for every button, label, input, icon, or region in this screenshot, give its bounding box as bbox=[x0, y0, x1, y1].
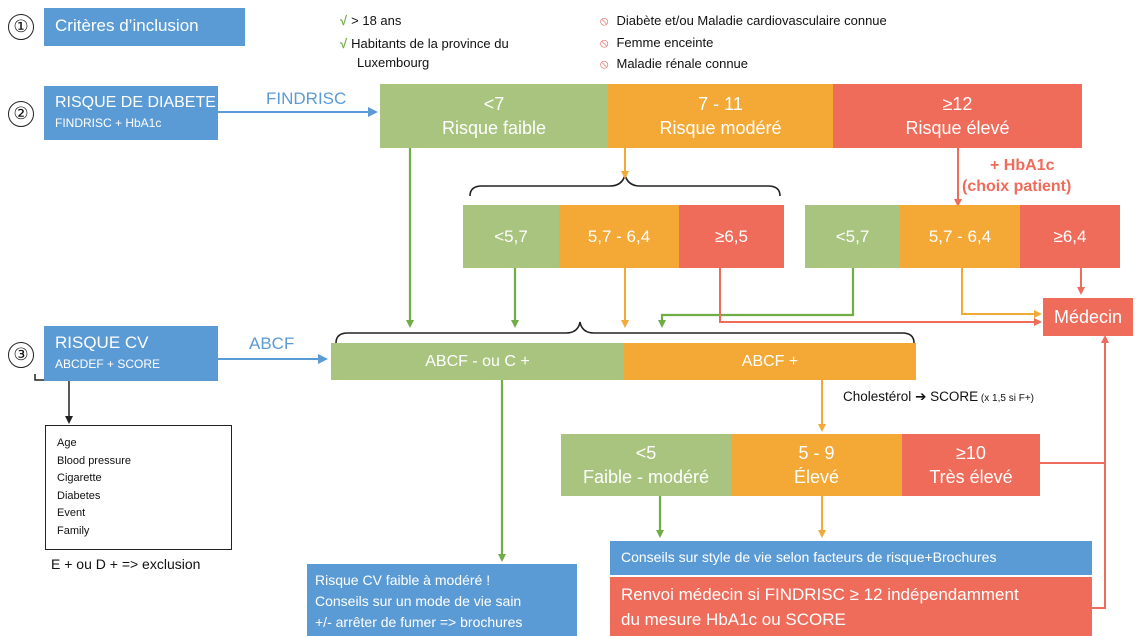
factor-item: Blood pressure bbox=[57, 454, 131, 467]
score-moderate-label: Élevé bbox=[793, 467, 840, 487]
lifestyle-advice-box: Conseils sur style de vie selon facteurs… bbox=[610, 541, 1092, 575]
diabetes-risk-box: RISQUE DE DIABETE FINDRISC + HbA1c bbox=[44, 86, 218, 140]
findrisc-low-range: <7 bbox=[483, 94, 505, 114]
findrisc-high-range: ≥12 bbox=[942, 94, 973, 114]
forbidden-icon: ⦸ bbox=[600, 13, 609, 28]
hba1c-mid-moderate: 5,7 - 6,4 bbox=[559, 205, 679, 268]
factor-item: Family bbox=[57, 524, 90, 537]
diabetes-risk-subtitle: FINDRISC + HbA1c bbox=[55, 116, 162, 130]
step-1-number: ① bbox=[8, 14, 34, 40]
cholesterol-label: Cholestérol bbox=[843, 389, 912, 404]
exclusion-pregnant: Femme enceinte bbox=[616, 35, 714, 50]
exclusion-disease: Diabète et/ou Maladie cardiovasculaire c… bbox=[616, 13, 887, 28]
findrisc-moderate-label: Risque modéré bbox=[659, 118, 782, 138]
inclusion-criteria-box: Critères d’inclusion bbox=[44, 8, 245, 46]
findrisc-high-label: Risque élevé bbox=[905, 118, 1010, 138]
findrisc-low-label: Risque faible bbox=[441, 118, 547, 138]
low-risk-line: +/- arrêter de fumer => brochures bbox=[315, 614, 523, 630]
low-risk-line: Risque CV faible à modéré ! bbox=[315, 572, 491, 588]
findrisc-high: ≥12 Risque élevé bbox=[833, 84, 1082, 148]
inclusion-item: √Habitants de la province du bbox=[340, 35, 509, 53]
inclusion-residence-cont: Luxembourg bbox=[357, 55, 430, 70]
hba1c-mid-high: ≥6,5 bbox=[679, 205, 784, 268]
arrow-score-high bbox=[1040, 335, 1109, 464]
exclusion-note: E + ou D + => exclusion bbox=[51, 556, 201, 572]
referral-box: Renvoi médecin si FINDRISC ≥ 12 indépend… bbox=[610, 577, 1092, 636]
doctor-box: Médecin bbox=[1043, 298, 1133, 336]
abcf-label: ABCF bbox=[249, 334, 295, 353]
forbidden-icon: ⦸ bbox=[600, 56, 609, 71]
exclusion-item: ⦸ Diabète et/ou Maladie cardiovasculaire … bbox=[600, 12, 887, 30]
cv-risk-box: RISQUE CV ABCDEF + SCORE bbox=[44, 326, 218, 381]
abcdef-text: ABCDEF bbox=[55, 357, 104, 371]
forbidden-icon: ⦸ bbox=[600, 35, 609, 50]
hba1c-high-low: <5,7 bbox=[805, 205, 900, 268]
low-risk-advice-box: Risque CV faible à modéré ! Conseils sur… bbox=[307, 564, 577, 636]
findrisc-moderate-range: 7 - 11 bbox=[698, 94, 743, 114]
factor-item: Cigarette bbox=[57, 472, 102, 484]
score-moderate-range: 5 - 9 bbox=[798, 443, 835, 463]
score-low: <5 Faible - modéré bbox=[561, 434, 731, 496]
score-high-label: Très élevé bbox=[929, 467, 1013, 487]
score-moderate: 5 - 9 Élevé bbox=[731, 434, 902, 496]
check-icon: √ bbox=[340, 13, 348, 28]
factor-item: Diabetes bbox=[57, 489, 101, 502]
cv-risk-subtitle: ABCDEF + SCORE bbox=[55, 357, 218, 371]
arrow-mid-hba1c-high bbox=[961, 268, 1042, 318]
check-icon: √ bbox=[340, 36, 348, 51]
brace-abcf bbox=[335, 321, 915, 344]
exclusion-renal: Maladie rénale connue bbox=[616, 56, 749, 71]
arrow-low-hba1c-high bbox=[658, 268, 855, 328]
inclusion-residence: Habitants de la province du bbox=[351, 36, 509, 51]
score-low-label: Faible - modéré bbox=[582, 467, 710, 487]
findrisc-low: <7 Risque faible bbox=[380, 84, 608, 148]
score-text: + SCORE bbox=[103, 357, 161, 371]
score-multiplier: (x 1,5 si F+) bbox=[978, 393, 1034, 404]
brace-hba1c bbox=[469, 171, 781, 197]
low-risk-line: Conseils sur un mode de vie sain bbox=[315, 593, 522, 609]
hba1c-high-moderate: 5,7 - 6,4 bbox=[900, 205, 1020, 268]
exclusion-item: ⦸ Maladie rénale connue bbox=[600, 55, 748, 73]
step-2-number: ② bbox=[8, 101, 34, 127]
arrow-high-hba1c-mid bbox=[719, 268, 1042, 326]
factor-list: Age Blood pressure Cigarette Diabetes Ev… bbox=[45, 425, 232, 550]
step-3-number: ③ bbox=[8, 342, 34, 368]
score-low-range: <5 bbox=[635, 443, 657, 463]
referral-line: du mesure HbA1c ou SCORE bbox=[621, 610, 846, 629]
score-formula: Cholestérol ➔ SCORE (x 1,5 si F+) bbox=[843, 389, 1034, 405]
inclusion-item: √> 18 ans bbox=[340, 12, 401, 30]
inclusion-age: > 18 ans bbox=[351, 13, 402, 28]
exclusion-item: ⦸ Femme enceinte bbox=[600, 34, 713, 52]
score-high: ≥10 Très élevé bbox=[902, 434, 1040, 496]
referral-line: Renvoi médecin si FINDRISC ≥ 12 indépend… bbox=[621, 585, 1019, 604]
findrisc-moderate: 7 - 11 Risque modéré bbox=[608, 84, 833, 148]
factor-item: Event bbox=[57, 507, 86, 519]
factor-item: Age bbox=[57, 437, 77, 449]
cv-risk-title: RISQUE CV bbox=[55, 333, 149, 352]
diabetes-risk-title: RISQUE DE DIABETE bbox=[55, 94, 216, 111]
arrow-icon: ➔ bbox=[915, 389, 927, 404]
hba1c-mid-low: <5,7 bbox=[463, 205, 559, 268]
abcf-high: ABCF + bbox=[624, 343, 916, 380]
arrow-referral bbox=[1092, 463, 1106, 609]
findrisc-label: FINDRISC bbox=[266, 89, 347, 108]
hba1c-note-choice: (choix patient) bbox=[962, 178, 1072, 195]
hba1c-high-high: ≥6,4 bbox=[1020, 205, 1120, 268]
score-label: SCORE bbox=[926, 389, 979, 404]
score-high-range: ≥10 bbox=[956, 443, 986, 463]
hba1c-note: + HbA1c bbox=[990, 157, 1055, 174]
abcf-low: ABCF - ou C + bbox=[331, 343, 624, 380]
